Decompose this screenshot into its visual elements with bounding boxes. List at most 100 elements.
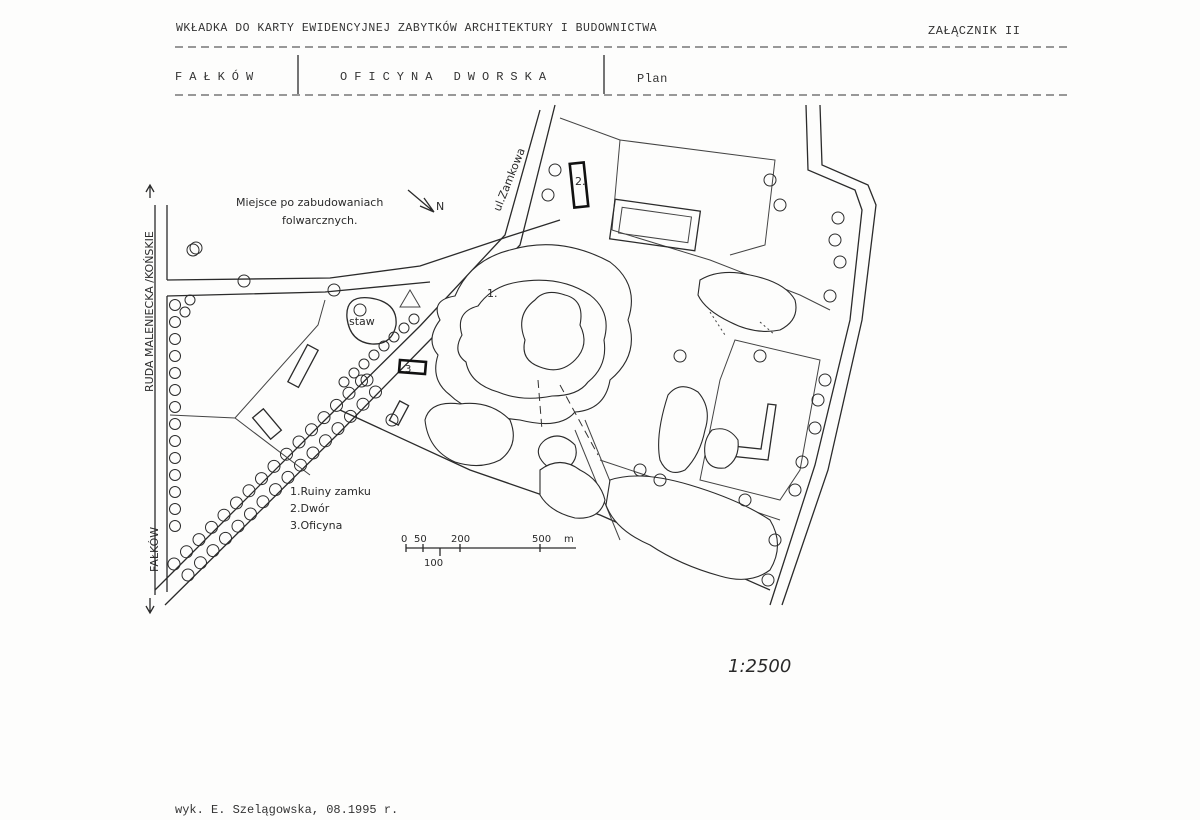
author-credit: wyk. E. Szelągowska, 08.1995 r. <box>175 803 399 817</box>
road-label-vertical: RUDA MALENIECKA /KOŃSKIE <box>143 231 156 392</box>
tree-symbol <box>378 340 390 352</box>
tree-symbol <box>219 531 232 545</box>
tree-symbol <box>763 173 777 187</box>
tree-symbol <box>169 299 181 311</box>
tree-symbol <box>280 447 293 461</box>
tree-symbol <box>673 349 687 363</box>
tree-symbol <box>773 198 787 212</box>
header-rules <box>175 46 1068 96</box>
tree-symbol <box>408 313 420 325</box>
tree-symbol <box>181 568 195 582</box>
tree-symbol <box>327 283 341 297</box>
tree-symbol <box>653 473 667 487</box>
scale-tick-label: 0 <box>401 534 407 545</box>
tree-symbol <box>169 367 181 379</box>
building-2-number: 2. <box>575 175 586 188</box>
tree-symbol <box>169 435 181 447</box>
tree-symbol <box>269 483 282 497</box>
tree-symbol <box>305 423 318 437</box>
annex-label: ZAŁĄCZNIK II <box>928 24 1021 38</box>
tree-symbol <box>192 533 206 547</box>
scale-tick-label: 200 <box>451 534 470 545</box>
tree-symbol <box>242 484 256 498</box>
tree-symbol <box>342 386 356 400</box>
scale-tick-label: 50 <box>414 534 427 545</box>
tree-symbol <box>180 545 193 559</box>
tree-symbol <box>808 421 822 435</box>
road-label-falkow: FAŁKÓW <box>148 527 161 572</box>
legend-item: 2.Dwór <box>290 502 330 515</box>
road-direction-arrows <box>145 183 155 615</box>
tree-symbol <box>633 463 647 477</box>
north-label: N <box>436 200 444 213</box>
tree-symbol <box>818 373 832 387</box>
tree-symbol <box>831 211 845 225</box>
tree-symbol <box>548 163 562 177</box>
scale-ratio: 1:2500 <box>728 656 792 677</box>
tree-symbol <box>355 374 368 388</box>
tree-symbol <box>231 519 245 533</box>
tree-symbol <box>206 544 220 558</box>
tree-symbol <box>169 469 181 481</box>
legend-item: 3.Oficyna <box>290 519 342 532</box>
tree-symbol <box>788 483 802 497</box>
tree-symbol <box>811 393 825 407</box>
tree-symbol <box>768 533 782 547</box>
tree-symbol <box>169 316 181 328</box>
tree-symbol <box>338 376 350 388</box>
building-1-number: 1. <box>487 287 498 300</box>
tree-symbol <box>169 503 181 515</box>
tree-symbol <box>388 331 400 343</box>
tree-symbol <box>267 459 281 473</box>
tree-symbol <box>360 373 374 387</box>
tree-symbol <box>344 409 357 423</box>
tree-symbol <box>169 452 181 464</box>
pond-area <box>346 289 421 345</box>
tree-symbol <box>281 470 295 484</box>
tree-symbol <box>205 520 218 534</box>
tree-symbol <box>795 455 809 469</box>
tree-symbol <box>823 289 837 303</box>
tree-symbol <box>398 322 410 334</box>
tree-symbol <box>169 350 181 362</box>
tree-symbol <box>317 411 331 425</box>
tree-symbol <box>331 422 345 436</box>
tree-groups <box>424 244 797 580</box>
tree-symbol <box>348 367 360 379</box>
scale-bar: 0 50 200 500 m 100 <box>401 534 576 569</box>
tree-symbol <box>179 306 191 318</box>
tree-symbol <box>244 507 257 521</box>
tree-symbol <box>761 573 775 587</box>
tree-symbol <box>167 557 181 571</box>
tree-symbol <box>353 303 367 317</box>
tree-symbol <box>753 349 767 363</box>
tree-symbol <box>828 233 842 247</box>
north-arrow-icon: N <box>407 189 444 213</box>
tree-symbol <box>230 496 243 510</box>
tree-symbol <box>217 508 231 522</box>
sheet-type: Plan <box>637 72 668 86</box>
object-name: OFICYNA DWORSKA <box>340 70 554 84</box>
tree-symbol <box>186 243 200 257</box>
building-annex <box>397 358 428 376</box>
farm-site-label-line2: folwarcznych. <box>282 214 358 227</box>
tree-symbol <box>738 493 752 507</box>
scale-unit: m <box>564 534 574 545</box>
tree-symbol <box>255 472 268 486</box>
tree-symbol <box>294 458 307 472</box>
tree-symbol <box>169 333 181 345</box>
tree-symbol <box>319 434 332 448</box>
tree-symbol <box>184 294 196 306</box>
tree-symbol <box>237 274 251 288</box>
tree-symbol <box>169 520 181 532</box>
form-title: WKŁADKA DO KARTY EWIDENCYJNEJ ZABYTKÓW A… <box>176 22 658 35</box>
tree-symbol <box>541 188 555 202</box>
building-3-number: 3 <box>405 364 411 375</box>
single-trees <box>167 163 847 587</box>
pond-label: staw <box>349 315 375 328</box>
tree-symbol <box>369 385 382 399</box>
tree-symbol <box>368 349 380 361</box>
tree-symbol <box>189 241 203 255</box>
street-label: ul.Zamkowa <box>491 146 528 213</box>
